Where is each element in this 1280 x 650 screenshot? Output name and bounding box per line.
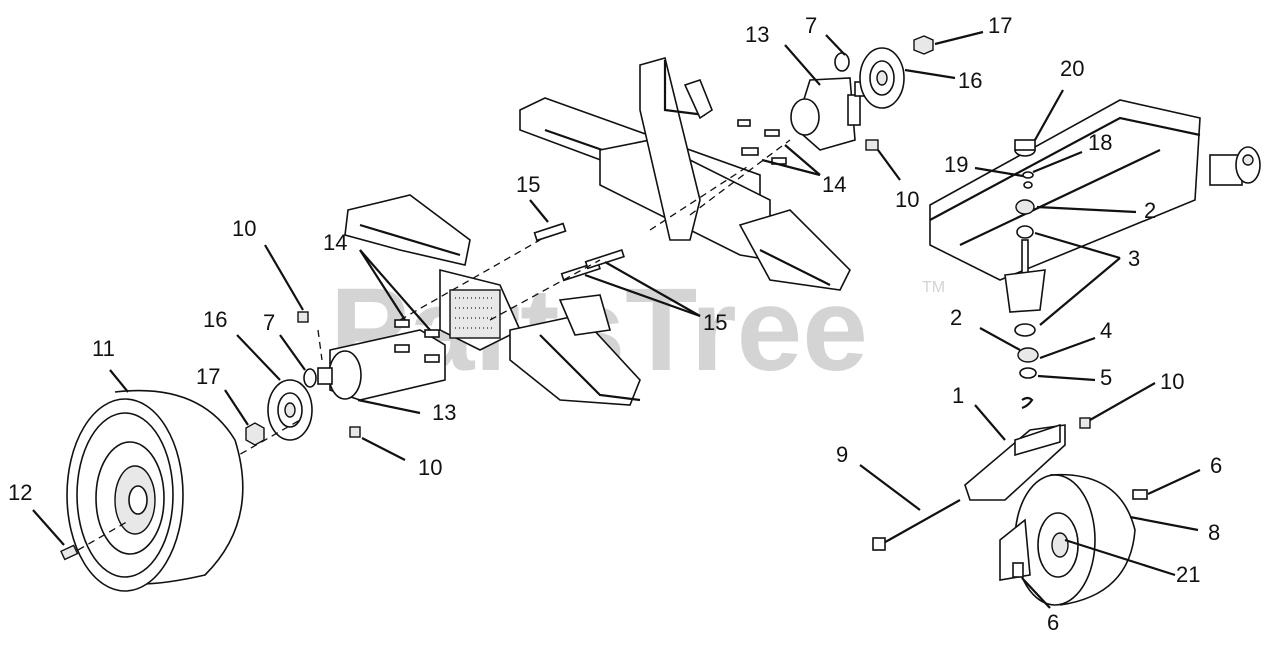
left-bolt-upper: [297, 311, 309, 323]
top-washer: [834, 52, 850, 72]
caster-stack: [1004, 171, 1046, 410]
caster-spacer-bottom: [1012, 562, 1024, 578]
caster-fork: [964, 423, 1066, 501]
top-pulley: [859, 47, 905, 109]
callout-16-top: 16: [958, 68, 982, 93]
top-pins: [737, 119, 787, 165]
callout-21: 21: [1176, 562, 1200, 587]
callout-14-top: 14: [822, 172, 846, 197]
left-pins: [394, 319, 440, 363]
callout-20: 20: [1060, 56, 1084, 81]
left-axle-housing: [317, 329, 446, 401]
callout-3: 3: [1128, 246, 1140, 271]
callout-2-mid: 2: [950, 305, 962, 330]
callout-13-top: 13: [745, 22, 769, 47]
callout-19: 19: [944, 152, 968, 177]
top-nut: [913, 35, 934, 55]
callout-16-left: 16: [203, 307, 227, 332]
callout-10-left: 10: [232, 216, 256, 241]
leader-lines: [32, 30, 1201, 609]
left-pulley: [267, 379, 313, 441]
mid-dashes: [399, 239, 601, 321]
top-dashes: [649, 139, 791, 231]
callout-7-left: 7: [263, 310, 275, 335]
left-dashes: [229, 329, 323, 461]
callout-4: 4: [1100, 318, 1112, 343]
caster-bolt-right: [1079, 417, 1091, 429]
callout-6-bottom: 6: [1047, 610, 1059, 635]
left-washer: [303, 368, 317, 388]
callout-11: 11: [92, 336, 115, 361]
callout-15-mid: 15: [516, 172, 540, 197]
left-lug-bolt: [60, 544, 79, 561]
caster-cap: [1014, 139, 1036, 157]
callout-15-right: 15: [703, 310, 727, 335]
callout-7-top: 7: [805, 13, 817, 38]
caster-wheel: [999, 473, 1136, 606]
callout-5: 5: [1100, 365, 1112, 390]
callout-14-left: 14: [323, 230, 347, 255]
caster-spacer-top: [1132, 489, 1148, 500]
caster-axle-bolt: [872, 499, 961, 551]
callout-17-top: 17: [988, 13, 1012, 38]
callout-2-top: 2: [1144, 198, 1156, 223]
callout-1: 1: [952, 383, 964, 408]
left-wheel: [66, 389, 244, 592]
main-frame: [344, 57, 851, 406]
callout-17-left: 17: [196, 364, 220, 389]
callout-12: 12: [8, 480, 32, 505]
callout-8: 8: [1208, 520, 1220, 545]
bolts-15-right: [560, 249, 625, 282]
top-bolt: [865, 139, 879, 151]
callout-6-top: 6: [1210, 453, 1222, 478]
callout-9: 9: [836, 442, 848, 467]
watermark-trademark: TM: [922, 279, 945, 296]
bolt-15-mid: [533, 222, 567, 242]
callout-13-left: 13: [432, 400, 456, 425]
right-frame: [929, 99, 1261, 281]
callout-18: 18: [1088, 130, 1112, 155]
top-axle-assembly: [790, 77, 866, 151]
callout-10-bottom: 10: [418, 455, 442, 480]
left-wheel-dash: [77, 519, 131, 551]
callout-10-right: 10: [1160, 369, 1184, 394]
callout-10-top: 10: [895, 187, 919, 212]
left-bolt-lower: [349, 426, 361, 438]
